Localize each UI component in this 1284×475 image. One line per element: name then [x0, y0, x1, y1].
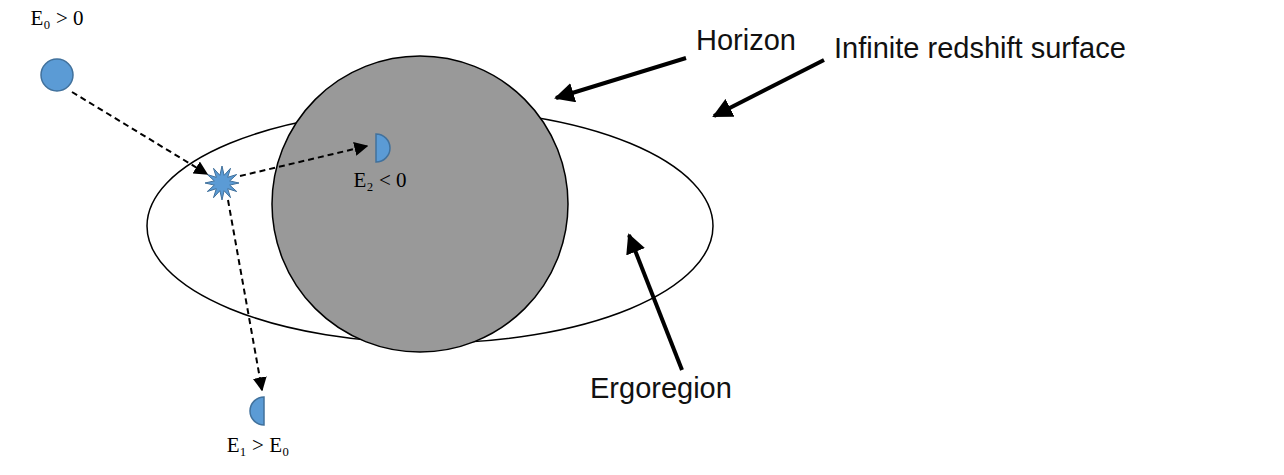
- callout-label: Infinite redshift surface: [834, 32, 1126, 65]
- energy-label: E₁ > E₀: [208, 433, 308, 458]
- particle: E₂ < 0: [330, 132, 430, 198]
- explosion-star: [205, 166, 239, 200]
- dashed-path: [228, 200, 262, 390]
- particle: E₁ > E₀: [208, 395, 308, 463]
- horizon-circle: [272, 56, 568, 352]
- particle-shape: [246, 395, 266, 427]
- energy-label: E₀ > 0: [12, 6, 102, 31]
- leader-arrow: [629, 235, 682, 370]
- particle: E₀ > 0: [12, 6, 102, 100]
- particle-shape: [39, 57, 75, 93]
- energy-label: E₂ < 0: [330, 168, 430, 193]
- callout-label: Horizon: [696, 24, 796, 57]
- dashed-path: [240, 146, 367, 176]
- particle-shape: [372, 132, 398, 164]
- leader-arrow: [556, 58, 686, 98]
- dashed-path: [72, 92, 207, 174]
- callout-label: Ergoregion: [590, 372, 732, 405]
- leader-arrow: [714, 60, 824, 116]
